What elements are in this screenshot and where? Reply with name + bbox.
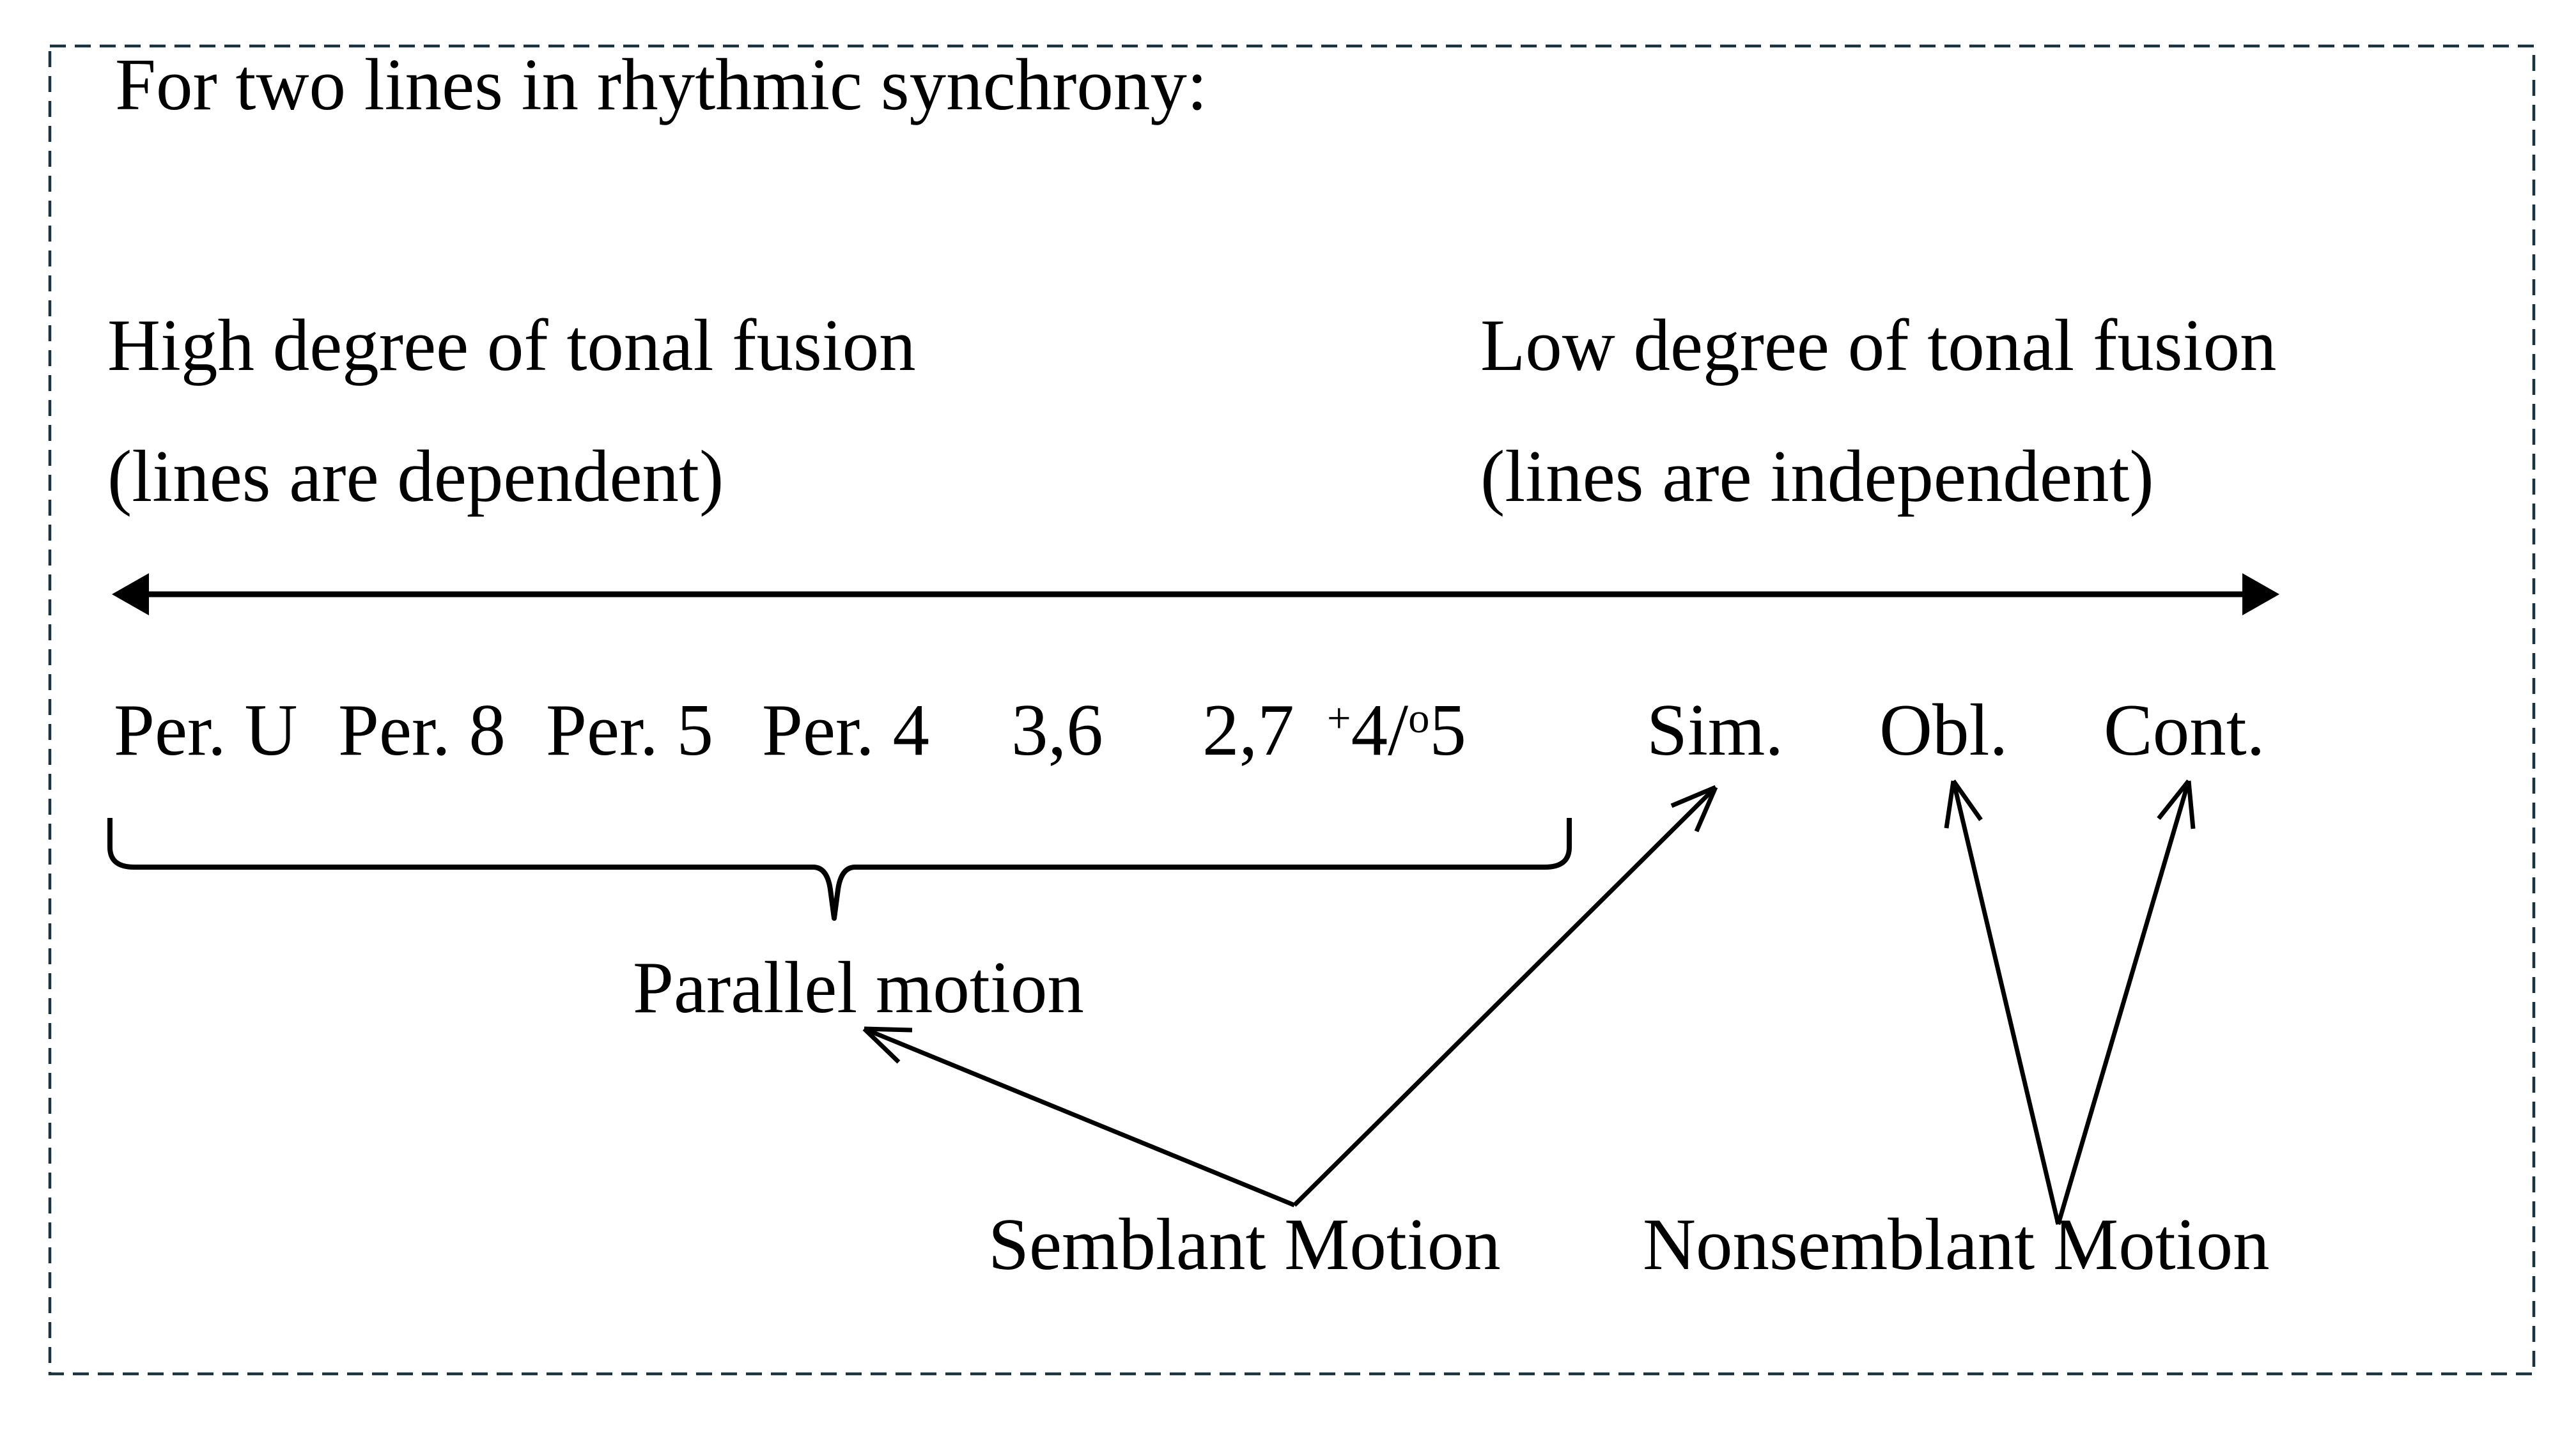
semblant-motion-label: Semblant Motion: [988, 1204, 1501, 1285]
parallel-motion-brace: [107, 818, 1572, 921]
motion-cont: Cont.: [2104, 689, 2265, 771]
semblant-arrow-to-sim: [1292, 785, 1718, 1207]
interval-2-7: 2,7: [1202, 689, 1294, 771]
interval-per-5: Per. 5: [546, 689, 713, 771]
low-fusion-label: Low degree of tonal fusion: [1480, 305, 2277, 386]
arrowhead-right: [2242, 573, 2279, 615]
interval-aug4-dim5: +4/o5: [1327, 693, 1466, 767]
nonsemblant-motion-label: Nonsemblant Motion: [1643, 1204, 2270, 1285]
parallel-motion-label: Parallel motion: [633, 947, 1084, 1028]
interval-per-4: Per. 4: [762, 689, 929, 771]
interval-3-6: 3,6: [1011, 689, 1103, 771]
interval-per-8: Per. 8: [338, 689, 506, 771]
lines-independent-label: (lines are independent): [1480, 436, 2154, 517]
dim-sign: o: [1408, 695, 1430, 743]
interval-per-u: Per. U: [114, 689, 298, 771]
motion-sim: Sim.: [1647, 689, 1784, 771]
dashed-border: [48, 44, 2536, 1376]
dim5-base: 5: [1429, 689, 1466, 771]
aug4-base: 4/: [1351, 689, 1409, 771]
lines-dependent-label: (lines are dependent): [107, 436, 724, 517]
high-fusion-label: High degree of tonal fusion: [107, 305, 916, 386]
diagram-title: For two lines in rhythmic synchrony:: [115, 44, 1207, 125]
arrowhead-left: [112, 573, 149, 615]
nonsemblant-arrow-to-obl: [1944, 779, 2061, 1225]
continuum-double-arrow: [112, 573, 2279, 615]
semblant-arrow-to-parallel: [862, 1026, 1296, 1208]
nonsemblant-arrow-to-cont: [2056, 779, 2196, 1225]
motion-obl: Obl.: [1879, 689, 2008, 771]
aug-sign: +: [1327, 695, 1351, 743]
